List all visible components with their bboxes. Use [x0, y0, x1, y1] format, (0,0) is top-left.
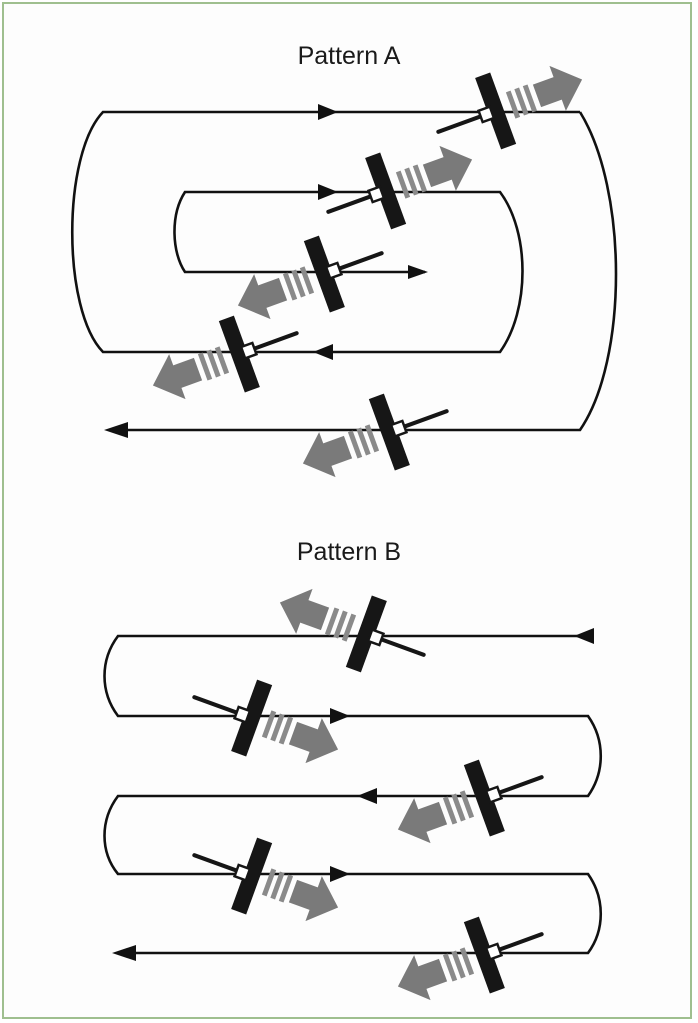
- pattern-a-title: Pattern A: [297, 42, 401, 70]
- direction-arrow-icon: [112, 945, 136, 961]
- mop-icon: [423, 70, 519, 170]
- push-arrow-icon: [294, 414, 383, 487]
- pattern-a-return-path: [110, 111, 618, 432]
- push-arrow-icon: [389, 937, 478, 1010]
- pattern-b: [103, 579, 603, 1010]
- direction-arrow-icon: [357, 788, 377, 804]
- mop-icon: [179, 659, 275, 759]
- push-arrow-icon: [389, 780, 478, 853]
- direction-arrow-icon: [313, 344, 333, 360]
- pattern-a-outer-path: [71, 110, 580, 354]
- mop-icon: [461, 739, 557, 839]
- push-arrow-icon: [392, 136, 481, 209]
- push-arrow-icon: [271, 579, 360, 652]
- push-arrow-icon: [144, 336, 233, 409]
- mop-icon: [366, 373, 462, 473]
- mop-icon: [313, 150, 409, 250]
- mop-icon: [179, 817, 275, 917]
- direction-arrow-icon: [318, 104, 338, 120]
- mop-icon: [461, 896, 557, 996]
- direction-arrow-icon: [318, 184, 338, 200]
- pattern-b-serpentine-path: [103, 634, 603, 955]
- direction-arrow-icon: [104, 422, 128, 438]
- direction-arrow-icon: [330, 866, 350, 882]
- mop-icon: [301, 215, 397, 315]
- mop-icon: [343, 593, 439, 693]
- direction-arrow-icon: [408, 265, 428, 279]
- pattern-a: [71, 56, 618, 487]
- pattern-b-title: Pattern B: [296, 538, 402, 566]
- push-arrow-icon: [229, 256, 318, 329]
- direction-arrow-icon: [574, 628, 594, 644]
- push-arrow-icon: [502, 56, 591, 129]
- direction-arrow-icon: [330, 708, 350, 724]
